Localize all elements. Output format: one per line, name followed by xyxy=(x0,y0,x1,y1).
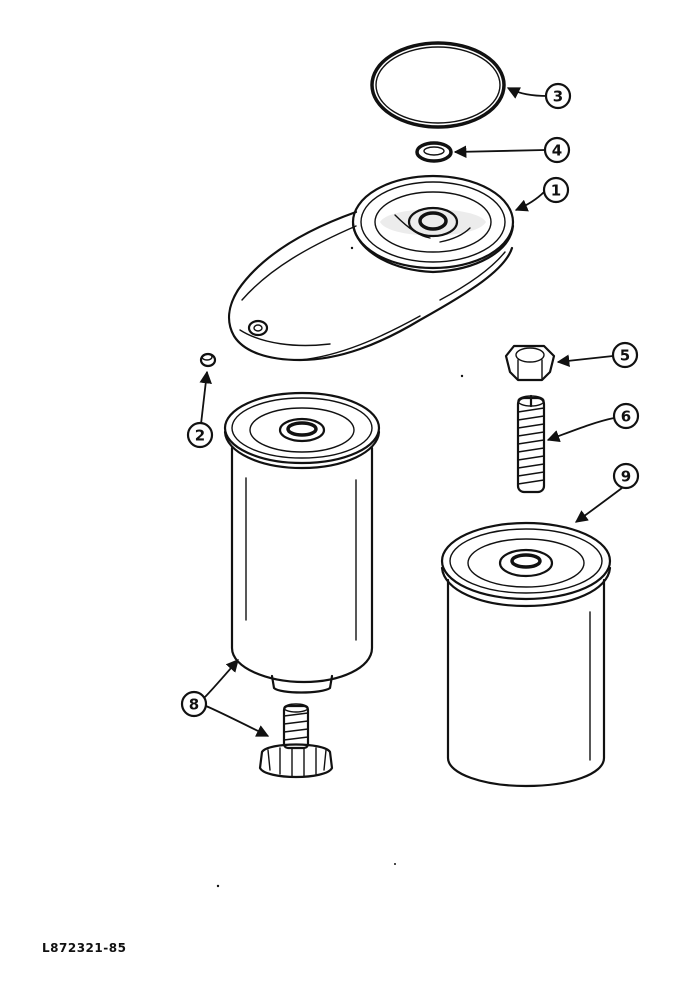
svg-text:3: 3 xyxy=(553,88,563,106)
callout-1: 1 xyxy=(514,176,570,212)
svg-text:2: 2 xyxy=(195,427,205,445)
svg-text:9: 9 xyxy=(621,468,631,486)
callout-4: 4 xyxy=(453,136,571,164)
callout-2: 2 xyxy=(186,370,214,449)
part-8-drain-plug xyxy=(258,703,334,779)
callout-9: 9 xyxy=(574,462,640,523)
part-6-threaded-stud xyxy=(516,394,546,494)
part-1-filter-head xyxy=(228,174,515,362)
svg-text:4: 4 xyxy=(552,142,562,160)
callout-8: 8 xyxy=(180,659,270,737)
figure-code-label: L872321-85 xyxy=(42,941,127,955)
callout-6: 6 xyxy=(546,402,640,443)
svg-text:5: 5 xyxy=(620,347,630,365)
part-8-filter-canister xyxy=(223,391,381,694)
part-4-small-seal-ring xyxy=(415,141,453,163)
part-3-large-seal-ring xyxy=(370,41,506,129)
svg-text:1: 1 xyxy=(551,182,561,200)
part-9-spin-on-filter xyxy=(440,521,612,788)
part-2-plug xyxy=(199,352,217,368)
svg-text:6: 6 xyxy=(621,408,631,426)
part-5-nut xyxy=(504,344,556,382)
svg-text:8: 8 xyxy=(189,696,199,714)
callout-3: 3 xyxy=(506,82,572,110)
callout-5: 5 xyxy=(556,341,639,369)
